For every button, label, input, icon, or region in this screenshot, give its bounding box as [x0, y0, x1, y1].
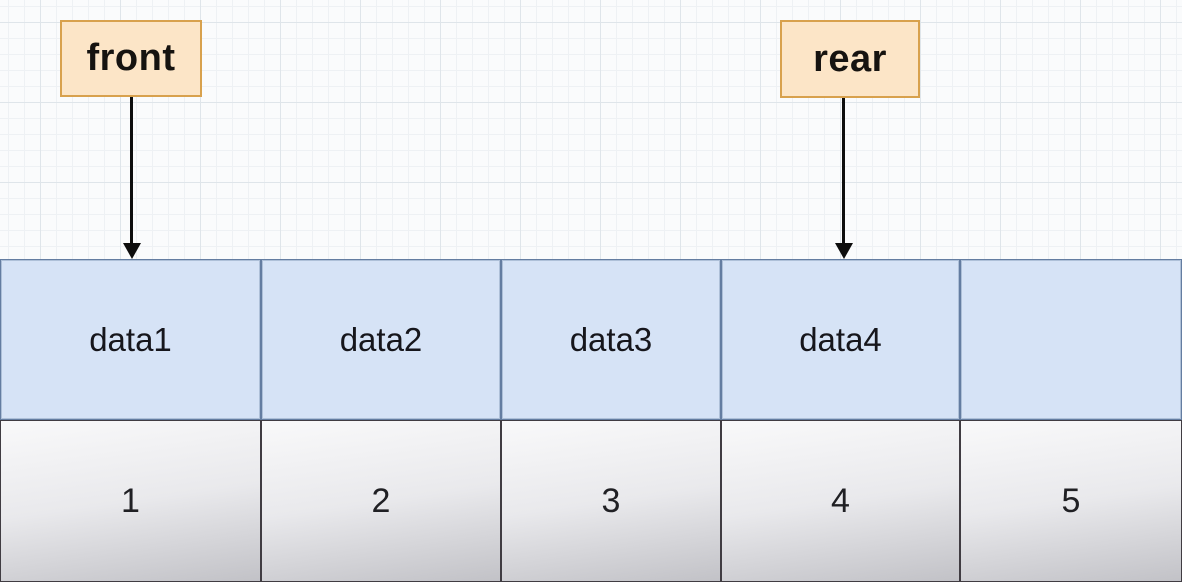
rear-pointer-box: rear	[780, 20, 920, 98]
index-cell-5: 5	[960, 420, 1182, 582]
queue-cell-3: data3	[501, 259, 721, 420]
rear-arrow-shaft	[842, 98, 845, 244]
queue-cell-2: data2	[261, 259, 501, 420]
queue-cell-1-value: data1	[89, 320, 172, 358]
index-cell-5-value: 5	[1061, 481, 1081, 520]
index-cell-3: 3	[501, 420, 721, 582]
front-pointer-box: front	[60, 20, 202, 97]
queue-cell-4-value: data4	[799, 320, 882, 358]
front-arrow-shaft	[130, 97, 133, 244]
index-cell-2-value: 2	[371, 481, 391, 520]
index-cell-1-value: 1	[121, 481, 140, 520]
front-arrow-head-icon	[123, 243, 141, 259]
rear-arrow-head-icon	[835, 243, 853, 259]
index-cell-1: 1	[0, 420, 261, 582]
queue-value-row: data1 data2 data3 data4	[0, 259, 1182, 420]
queue-index-row: 1 2 3 4 5	[0, 420, 1182, 582]
rear-pointer-label: rear	[813, 37, 887, 80]
index-cell-3-value: 3	[601, 481, 621, 520]
index-cell-2: 2	[261, 420, 501, 582]
queue-cell-1: data1	[0, 259, 261, 420]
queue-cell-3-value: data3	[569, 320, 653, 358]
front-pointer-label: front	[86, 37, 176, 79]
index-cell-4-value: 4	[831, 481, 850, 520]
index-cell-4: 4	[721, 420, 960, 582]
queue-cell-5	[960, 259, 1182, 420]
queue-cell-2-value: data2	[339, 320, 423, 358]
queue-cell-4: data4	[721, 259, 960, 420]
